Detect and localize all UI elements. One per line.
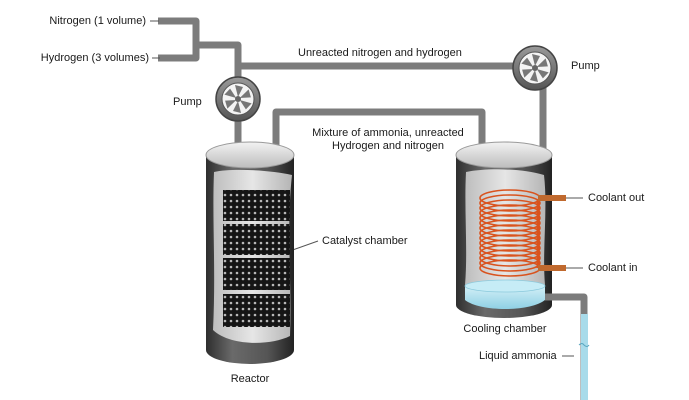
mixture-label-line-2: Hydrogen and nitrogen bbox=[332, 140, 444, 152]
recycle-label: Unreacted nitrogen and hydrogen bbox=[298, 47, 462, 59]
coolant-in-pipe bbox=[538, 265, 566, 271]
reactor-outlet-pipe bbox=[272, 108, 486, 155]
mixture-label-line-1: Mixture of ammonia, unreacted bbox=[312, 127, 464, 139]
nitrogen-input-label: Nitrogen (1 volume) bbox=[49, 15, 146, 27]
mixture-label: Mixture of ammonia, unreacted Hydrogen a… bbox=[290, 127, 486, 153]
coolant-out-label: Coolant out bbox=[588, 192, 645, 204]
liquid-ammonia-label: Liquid ammonia bbox=[479, 350, 557, 362]
cooling-chamber bbox=[455, 141, 566, 318]
recycle-pipe bbox=[238, 62, 547, 155]
pump-left-icon bbox=[215, 76, 261, 122]
feed-pipes bbox=[158, 17, 242, 77]
liquid-ammonia-outlet bbox=[545, 293, 590, 400]
pump-right-icon bbox=[512, 45, 558, 91]
catalyst-chamber-label: Catalyst chamber bbox=[322, 235, 408, 247]
coolant-in-label: Coolant in bbox=[588, 262, 638, 274]
reactor-label: Reactor bbox=[230, 373, 270, 385]
reactor bbox=[205, 141, 295, 364]
coolant-out-pipe bbox=[538, 195, 566, 201]
catalyst-beds bbox=[223, 190, 290, 327]
pump-left-label: Pump bbox=[173, 96, 202, 108]
cooling-chamber-label: Cooling chamber bbox=[463, 323, 547, 335]
pump-right-label: Pump bbox=[571, 60, 600, 72]
hydrogen-input-label: Hydrogen (3 volumes) bbox=[40, 52, 149, 64]
